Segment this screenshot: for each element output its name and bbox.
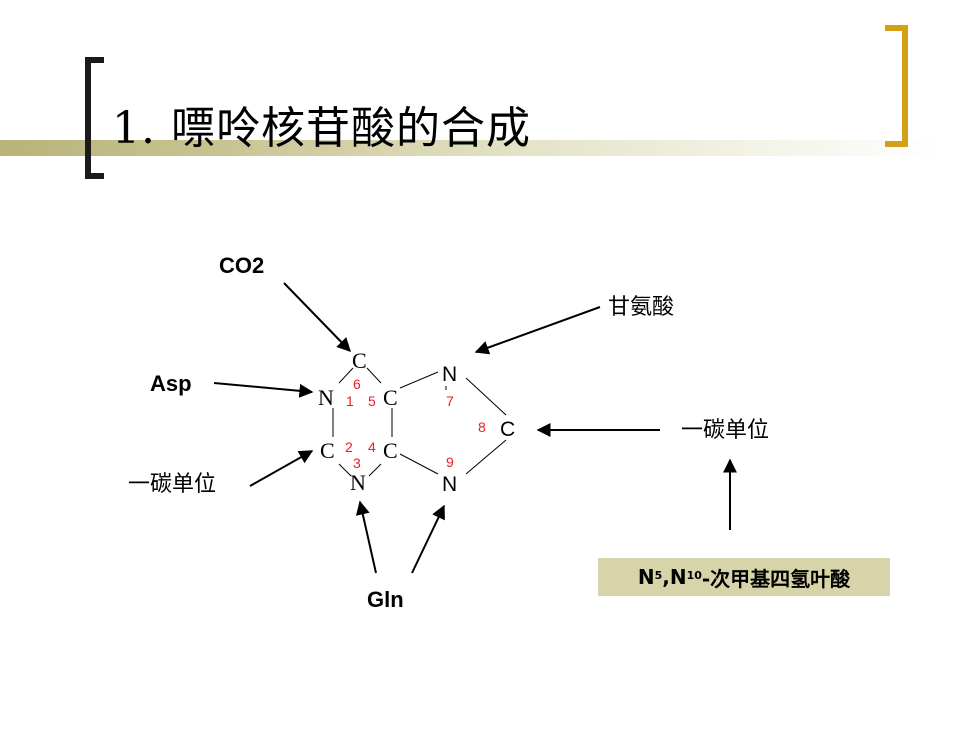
- position-4: 4: [368, 439, 376, 455]
- position-9: 9: [446, 454, 454, 470]
- label-one-carbon-right: 一碳单位: [681, 418, 769, 443]
- left-bracket: [85, 57, 104, 179]
- atom-c4: C: [383, 438, 398, 463]
- atom-c8: C: [500, 418, 515, 441]
- arrow-asp: [213, 382, 314, 398]
- folate-n: N: [637, 565, 655, 589]
- arrow-gln-n3: [355, 500, 377, 574]
- atom-n1: N: [318, 385, 334, 410]
- position-3: 3: [353, 455, 361, 471]
- slide-title: 1. 嘌呤核苷酸的合成: [112, 103, 531, 154]
- label-asp: Asp: [150, 371, 192, 396]
- folate-comma-n: ,N: [662, 565, 687, 589]
- label-glycine: 甘氨酸: [608, 295, 674, 320]
- ring-bonds: [332, 367, 507, 477]
- arrow-glycine: [474, 306, 601, 355]
- position-6: 6: [353, 376, 361, 392]
- label-gln: Gln: [367, 587, 404, 612]
- arrow-one-carbon-left: [249, 450, 314, 487]
- position-5: 5: [368, 393, 376, 409]
- label-one-carbon-left: 一碳单位: [128, 472, 216, 497]
- position-8: 8: [478, 419, 486, 435]
- atom-c5: C: [383, 385, 398, 410]
- folate-rest: -次甲基四氢叶酸: [701, 566, 851, 591]
- folate-sup-5: 5: [654, 568, 663, 582]
- atom-n7: N: [442, 363, 457, 386]
- position-2: 2: [345, 439, 353, 455]
- label-co2: CO2: [219, 253, 264, 278]
- atom-n3: N: [350, 470, 366, 495]
- right-bracket: [885, 25, 908, 147]
- title-underline-bar: [0, 140, 940, 156]
- arrow-co2: [283, 282, 351, 353]
- arrow-gln-n9: [411, 504, 445, 574]
- position-7: 7: [446, 393, 454, 409]
- position-1: 1: [346, 393, 354, 409]
- atom-n9: N: [442, 473, 457, 496]
- folate-sup-10: 10: [686, 568, 702, 582]
- atom-c6: C: [352, 348, 367, 373]
- atom-c2: C: [320, 438, 335, 463]
